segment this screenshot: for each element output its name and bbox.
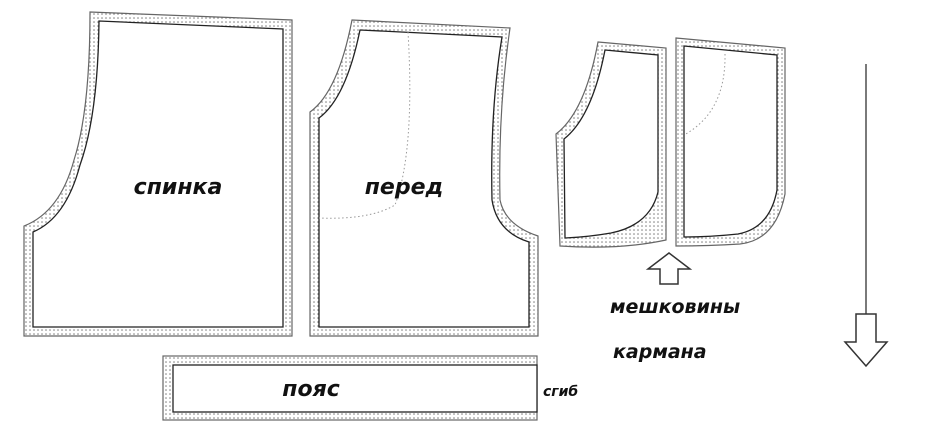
pocket-label-line2: кармана	[613, 341, 707, 363]
down-arrow-icon	[843, 313, 889, 368]
up-arrow-icon	[645, 252, 693, 285]
fold-label: сгиб	[543, 384, 578, 400]
belt-label: пояс	[282, 377, 339, 402]
grain-line-arrow	[843, 64, 889, 368]
pocket-annotation: мешковины кармана	[610, 252, 740, 363]
pocket-piece-right	[675, 37, 786, 247]
back-piece: спинка	[23, 11, 293, 337]
belt-piece: пояс сгиб	[162, 355, 578, 421]
front-label: перед	[365, 175, 444, 200]
pocket-piece-left	[555, 41, 667, 248]
front-piece: перед	[309, 19, 539, 337]
back-label: спинка	[134, 175, 223, 200]
pocket-label-line1: мешковины	[610, 296, 740, 318]
